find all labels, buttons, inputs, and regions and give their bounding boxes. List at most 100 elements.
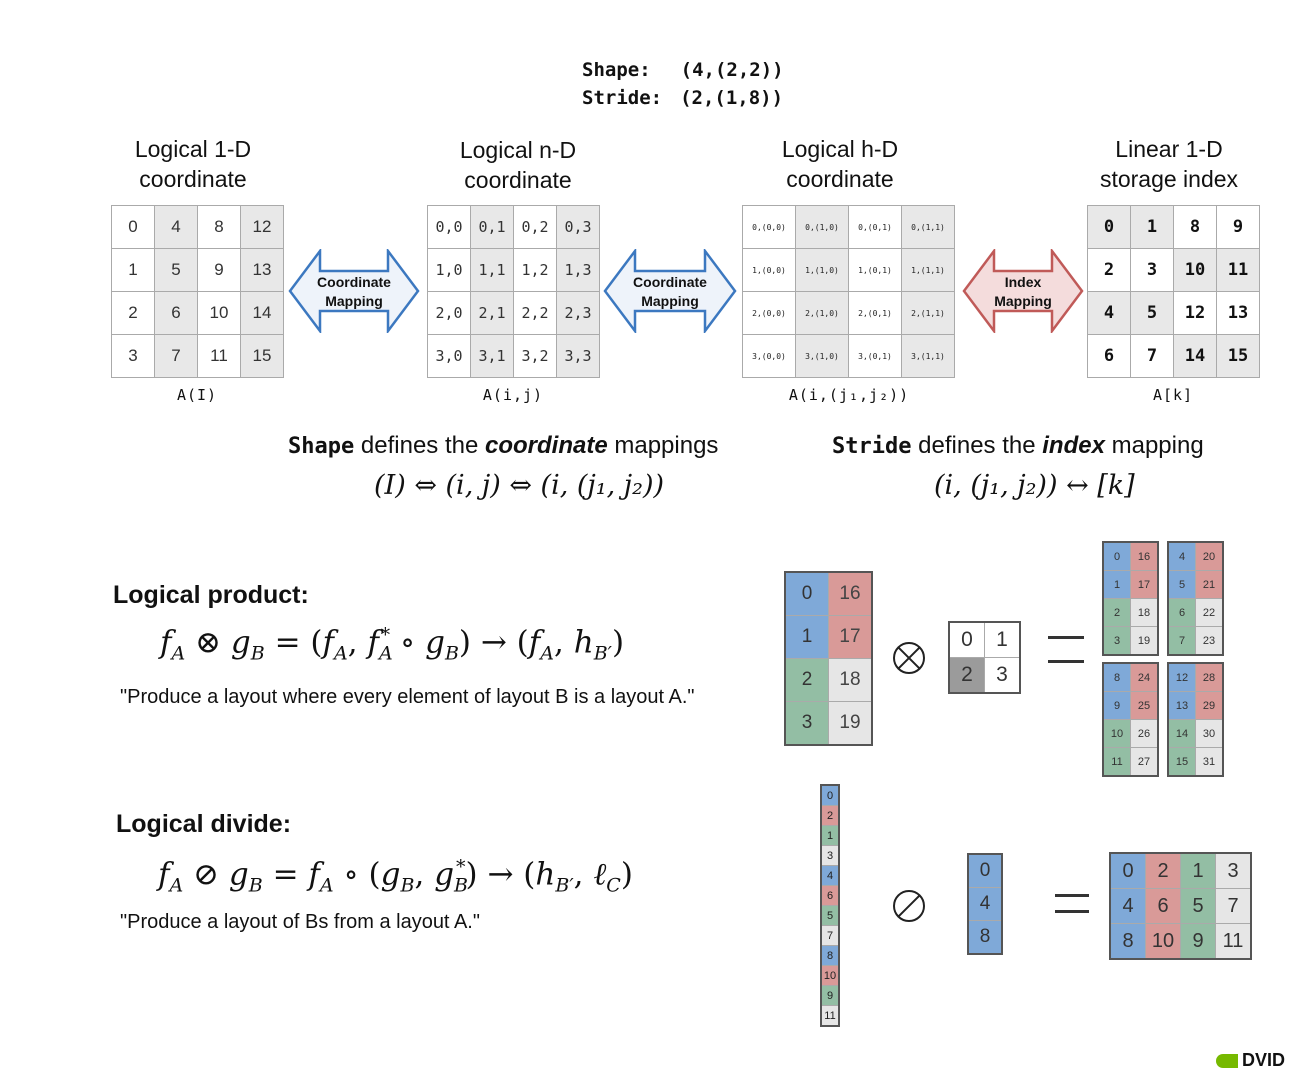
shape-formula: (I) ⇔ (i, j) ⇔ (i, (j₁, j₂)): [374, 470, 665, 501]
cell: 10: [1102, 719, 1131, 748]
cell: 11: [1215, 923, 1252, 960]
cell: 8: [967, 920, 1003, 955]
cell: 11: [1102, 747, 1131, 777]
cell: 0,1: [470, 205, 514, 249]
product-title: Logical product:: [113, 581, 309, 609]
cell: 7: [1215, 888, 1252, 924]
cell: 26: [1130, 719, 1159, 748]
cell: 11: [197, 334, 241, 378]
cell: 2,2: [513, 291, 557, 335]
cell: 6: [1087, 334, 1131, 378]
stride-label: Stride:: [582, 87, 663, 109]
equals-icon: [1055, 894, 1089, 897]
cell: 10: [820, 965, 840, 986]
cell: 0: [111, 205, 155, 249]
cell: 13: [1167, 691, 1196, 720]
cell: 2,(1,1): [901, 291, 955, 335]
cell: 14: [1173, 334, 1217, 378]
stride-value: (2,(1,8)): [680, 87, 784, 109]
cell: 9: [197, 248, 241, 292]
caption-hd: A(i,(j₁,j₂)): [788, 386, 910, 404]
cell: 1,(1,1): [901, 248, 955, 292]
caption-1d: A(I): [176, 386, 218, 404]
divide-quote: "Produce a layout of Bs from a layout A.…: [120, 911, 480, 933]
cell: 2: [784, 658, 829, 702]
cell: 12: [240, 205, 284, 249]
cell: 9: [1216, 205, 1260, 249]
cell: 10: [1145, 923, 1181, 960]
cell: 29: [1195, 691, 1224, 720]
cell: 1,(0,1): [848, 248, 902, 292]
divide-formula: fA ⊘ gB = fA ∘ (gB, gB*) → (hB′, ℓC): [158, 856, 633, 897]
cell: 4: [1087, 291, 1131, 335]
cell: 3,2: [513, 334, 557, 378]
cell: 3,0: [427, 334, 471, 378]
cell: 3,(1,1): [901, 334, 955, 378]
cell: 8: [197, 205, 241, 249]
cell: 0: [967, 853, 1003, 888]
cell: 6: [1167, 598, 1196, 627]
cell: 0: [1087, 205, 1131, 249]
cell: 12: [1167, 662, 1196, 692]
cell: 5: [154, 248, 198, 292]
cell: 18: [1130, 598, 1159, 627]
cell: 3,(0,0): [742, 334, 796, 378]
cell: 0: [1102, 541, 1131, 571]
cell: 4: [820, 865, 840, 886]
caption-nd: A(i,j): [482, 386, 544, 404]
cell: 7: [154, 334, 198, 378]
cell: 4: [154, 205, 198, 249]
cell: 12: [1173, 291, 1217, 335]
cell: 3: [820, 845, 840, 866]
tensor-product-icon: [893, 642, 925, 674]
cell: 24: [1130, 662, 1159, 692]
cell: 5: [820, 905, 840, 926]
double-arrow-icon: [288, 249, 420, 333]
equals-icon: [1048, 660, 1084, 663]
cell: 0,2: [513, 205, 557, 249]
grid-logical-hd: 0,(0,0)0,(1,0)0,(0,1)0,(1,1) 1,(0,0)1,(1…: [742, 205, 955, 378]
cell: 1: [984, 621, 1021, 658]
cell: 1: [1180, 852, 1216, 889]
cell: 2,(1,0): [795, 291, 849, 335]
cell: 9: [1180, 923, 1216, 960]
cell: 15: [240, 334, 284, 378]
cell: 2,1: [470, 291, 514, 335]
cell: 0: [784, 571, 829, 616]
cell: 0,(1,0): [795, 205, 849, 249]
cell: 8: [820, 945, 840, 966]
cell: 5: [1167, 570, 1196, 599]
cell: 3: [984, 657, 1021, 694]
cell: 0: [948, 621, 985, 658]
cell: 2: [1087, 248, 1131, 292]
cell: 0: [820, 784, 840, 806]
stride-note: Stride defines the index mapping: [832, 432, 1204, 459]
equals-icon: [1048, 636, 1084, 639]
cell: 9: [820, 985, 840, 1006]
divide-title: Logical divide:: [116, 810, 292, 838]
cell: 4: [1109, 888, 1146, 924]
cell: 1,(1,0): [795, 248, 849, 292]
cell: 10: [1173, 248, 1217, 292]
cell: 8: [1109, 923, 1146, 960]
shape-note: Shape defines the coordinate mappings: [288, 432, 719, 459]
cell: 1,3: [556, 248, 600, 292]
cell: 17: [1130, 570, 1159, 599]
shape-value: (4,(2,2)): [680, 59, 784, 81]
eye-icon: [1216, 1053, 1238, 1068]
cell: 3: [784, 701, 829, 746]
cell: 28: [1195, 662, 1224, 692]
cell: 1: [784, 615, 829, 659]
cell: 2,3: [556, 291, 600, 335]
cell: 25: [1130, 691, 1159, 720]
